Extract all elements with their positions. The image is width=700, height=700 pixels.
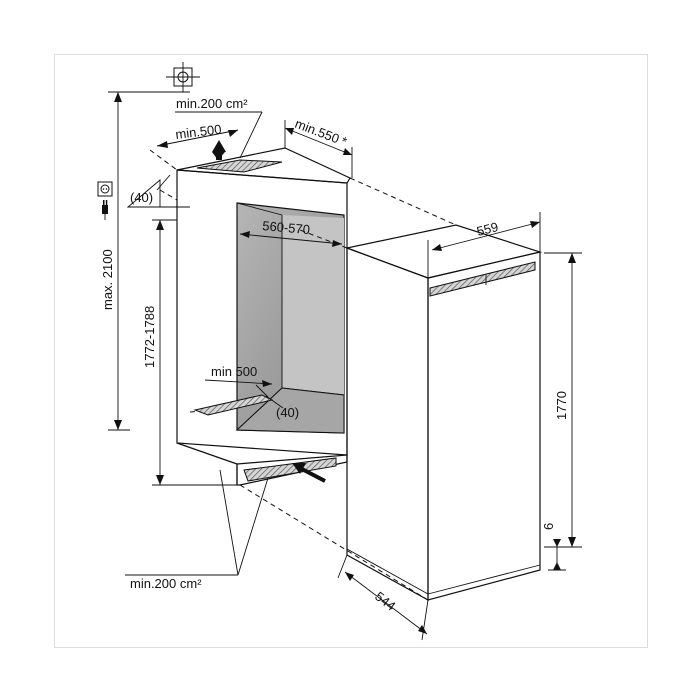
label-max-height: max. 2100 bbox=[100, 249, 115, 310]
label-appliance-height: 1770 bbox=[554, 391, 569, 420]
top-vent-grille bbox=[196, 159, 283, 173]
label-top-gap: (40) bbox=[130, 190, 153, 205]
door-vent-strip bbox=[429, 261, 536, 297]
label-niche-height: 1772-1788 bbox=[142, 306, 157, 368]
label-bottom-gap: (40) bbox=[276, 405, 299, 420]
label-niche-depth: min.550* bbox=[293, 116, 349, 149]
niche-cabinet bbox=[176, 147, 351, 486]
ventilation-crosshair-icon bbox=[166, 62, 200, 92]
label-bottom-vent-depth: min 500 bbox=[211, 364, 257, 379]
label-bottom-vent-area: min.200 cm² bbox=[130, 576, 202, 591]
label-top-vent-depth: min.500 bbox=[175, 121, 223, 142]
label-appliance-width: 559 bbox=[475, 219, 500, 239]
image-frame bbox=[54, 54, 648, 648]
appliance bbox=[344, 224, 543, 602]
dimension-lines bbox=[108, 91, 582, 641]
label-top-vent-area: min.200 cm² bbox=[176, 96, 248, 111]
socket-icon bbox=[97, 181, 113, 197]
label-plinth-height: 6 bbox=[541, 523, 556, 530]
extension-lines bbox=[149, 149, 457, 601]
appliance-door bbox=[427, 251, 541, 601]
plinth-grille bbox=[243, 457, 337, 482]
appliance-side bbox=[346, 247, 429, 602]
label-niche-width: 560-570 bbox=[262, 218, 311, 237]
plug-icon bbox=[102, 200, 108, 220]
